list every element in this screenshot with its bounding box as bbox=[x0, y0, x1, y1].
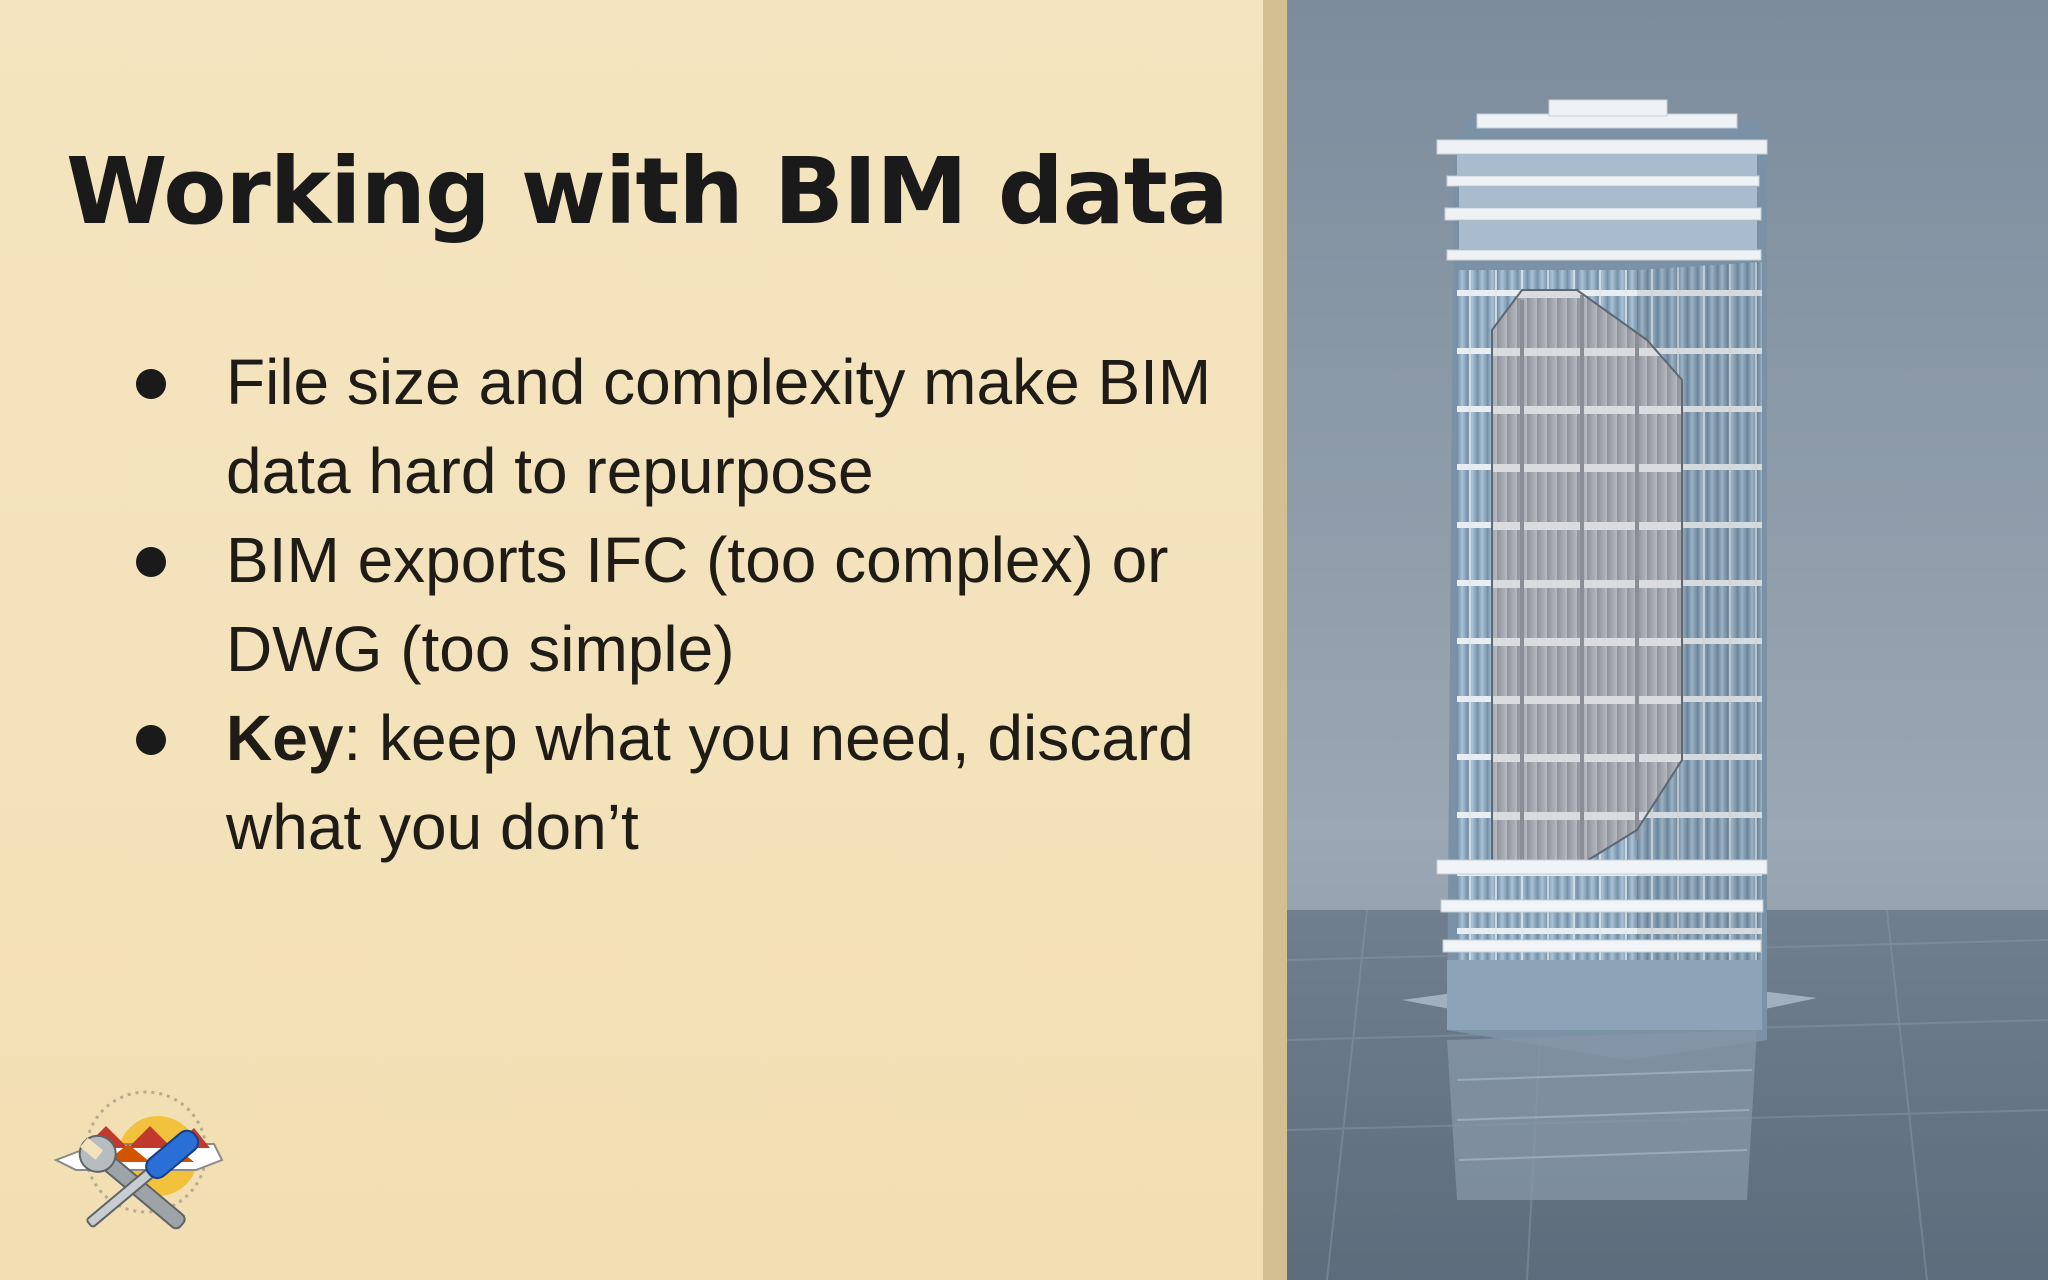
bullet-dot-icon bbox=[136, 547, 166, 577]
bullet-item-3: Key: keep what you need, discard what yo… bbox=[128, 694, 1238, 872]
bullet-text-3: : keep what you need, discard what you d… bbox=[226, 702, 1194, 863]
building-illustration-panel bbox=[1287, 0, 2048, 1280]
panel-divider bbox=[1263, 0, 1287, 1280]
bullet-list: File size and complexity make BIM data h… bbox=[128, 338, 1238, 872]
bullet-bold-prefix: Key bbox=[226, 702, 344, 774]
bullet-dot-icon bbox=[136, 725, 166, 755]
bullet-item-2: BIM exports IFC (too complex) or DWG (to… bbox=[128, 516, 1238, 694]
bullet-dot-icon bbox=[136, 369, 166, 399]
building-cutaway-illustration bbox=[1287, 0, 2048, 1280]
bullet-text-1: File size and complexity make BIM data h… bbox=[226, 346, 1212, 507]
bullet-item-1: File size and complexity make BIM data h… bbox=[128, 338, 1238, 516]
slide-title: Working with BIM data bbox=[66, 138, 1229, 245]
fme-tools-logo-icon bbox=[53, 1090, 224, 1230]
bullet-text-2: BIM exports IFC (too complex) or DWG (to… bbox=[226, 524, 1169, 685]
text-panel: Working with BIM data File size and comp… bbox=[0, 0, 1263, 1280]
